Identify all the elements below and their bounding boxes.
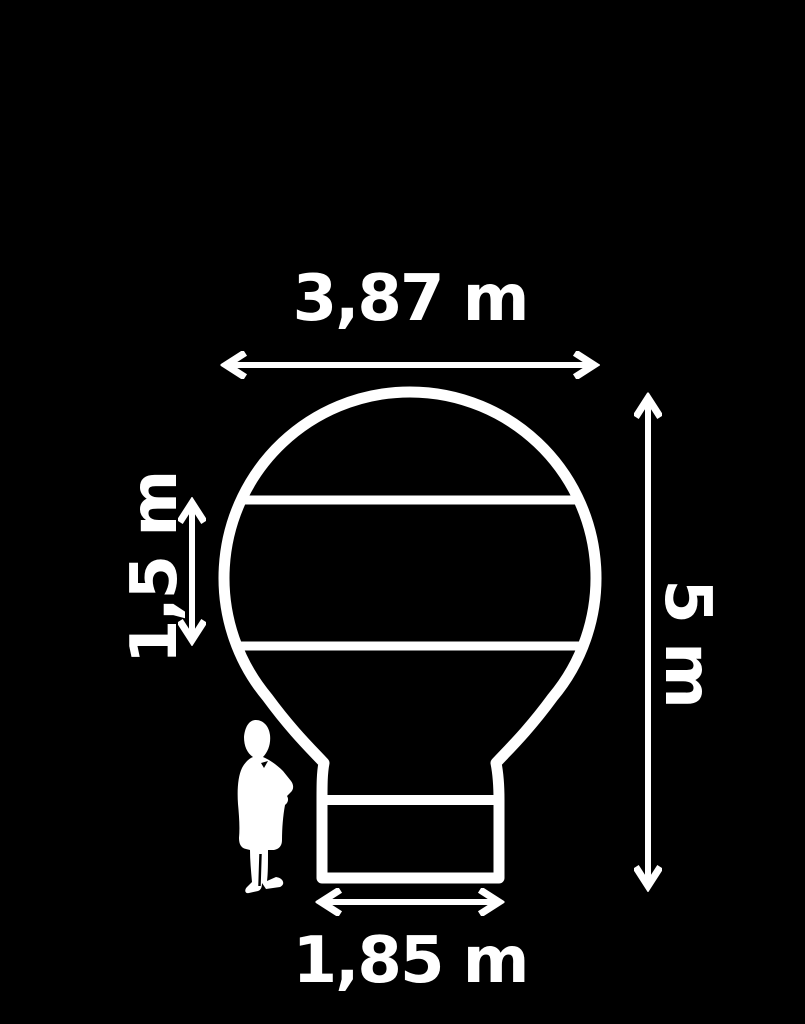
stripe-band-height-label: 1,5 m bbox=[118, 471, 192, 665]
total-height-label: 5 m bbox=[650, 579, 724, 707]
balloon-width-label: 3,87 m bbox=[292, 262, 530, 336]
person-silhouette-icon bbox=[237, 720, 294, 894]
balloon-envelope-outline bbox=[218, 386, 602, 884]
base-width-label: 1,85 m bbox=[292, 924, 530, 998]
